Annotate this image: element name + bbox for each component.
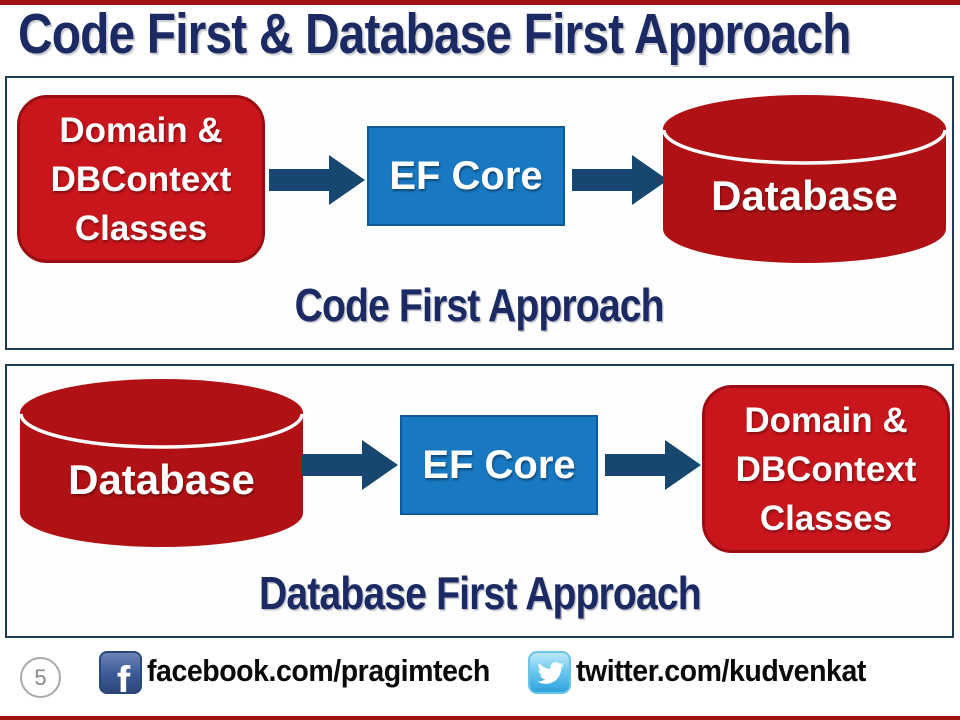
code-first-panel: Domain & DBContext Classes EF Core Datab… xyxy=(5,76,954,350)
box-line: DBContext xyxy=(735,449,917,489)
facebook-handle: facebook.com/pragimtech xyxy=(147,653,490,688)
right-arrow-icon xyxy=(269,155,365,205)
slide-number-badge: 5 xyxy=(20,657,61,698)
right-arrow-icon xyxy=(302,440,398,490)
right-arrow-icon xyxy=(605,440,701,490)
database-first-caption: Database First Approach xyxy=(258,567,702,619)
ef-core-box: EF Core xyxy=(400,415,598,515)
ef-core-label: EF Core xyxy=(422,442,576,487)
database-cylinder-icon xyxy=(19,379,304,547)
box-line: Domain & xyxy=(744,400,908,440)
domain-dbcontext-classes-box: Domain & DBContext Classes xyxy=(17,95,265,263)
ef-core-box: EF Core xyxy=(367,126,565,226)
twitter-icon xyxy=(528,651,571,694)
database-cylinder-icon xyxy=(662,95,947,263)
database-first-panel: Database EF Core Domain & DBContext Clas… xyxy=(5,364,954,638)
facebook-icon: f xyxy=(99,651,142,694)
database-label: Database xyxy=(68,456,255,503)
box-line: Classes xyxy=(74,208,208,248)
bottom-red-edge xyxy=(0,716,960,720)
database-label: Database xyxy=(711,172,898,219)
domain-dbcontext-classes-box: Domain & DBContext Classes xyxy=(702,385,950,553)
twitter-bird-icon xyxy=(536,661,564,684)
twitter-handle: twitter.com/kudvenkat xyxy=(576,653,866,688)
box-line: Domain & xyxy=(59,110,223,150)
page-title: Code First & Database First Approach xyxy=(18,2,852,66)
slide-number: 5 xyxy=(34,664,47,690)
box-line: Classes xyxy=(759,498,893,538)
top-red-edge xyxy=(0,0,960,5)
database-cylinder: Database xyxy=(662,94,947,264)
database-cylinder: Database xyxy=(19,378,304,548)
ef-core-label: EF Core xyxy=(389,153,543,198)
code-first-caption: Code First Approach xyxy=(294,279,665,331)
box-line: DBContext xyxy=(50,159,232,199)
right-arrow-icon xyxy=(572,155,668,205)
